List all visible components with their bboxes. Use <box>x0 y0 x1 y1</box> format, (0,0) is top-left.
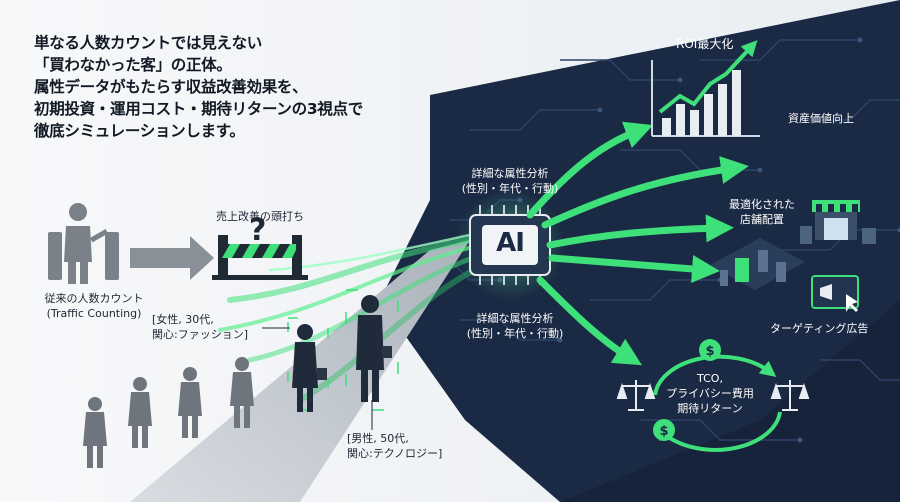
store-layout-line1: 最適化された <box>729 198 795 211</box>
output-arrows <box>526 121 749 366</box>
svg-text:?: ? <box>249 213 266 248</box>
targeting-ad-icon <box>811 275 859 312</box>
cycle-line1: TCO, <box>697 372 723 385</box>
cost-return-cycle-icon: $ $ <box>653 339 782 452</box>
male-attribute-line1: [男性, 50代, <box>347 432 409 445</box>
turnstile-icon <box>48 203 119 284</box>
attribute-analysis-top-line1: 詳細な属性分析 <box>471 167 549 180</box>
female-customer-figure <box>287 317 329 412</box>
balance-scale-icon-right <box>770 380 810 411</box>
person-silhouette <box>128 377 152 448</box>
headline-line: 単なる人数カウントでは見えない <box>34 34 263 52</box>
ai-chip <box>455 190 565 300</box>
female-attribute-line2: 関心:ファッション] <box>152 327 248 341</box>
traffic-counting-line2: (Traffic Counting) <box>46 306 142 320</box>
store-layout-label: 最適化された 店舗配置 <box>722 198 802 228</box>
attribute-analysis-top: 詳細な属性分析 (性別・年代・行動) <box>450 167 570 197</box>
headline: 単なる人数カウントでは見えない 「買わなかった客」の正体。 属性データがもたらす… <box>34 32 363 142</box>
balance-scale-icon-left <box>616 380 656 411</box>
blocker-caption: 売上改善の頭打ち <box>216 210 304 223</box>
cycle-line3: 期待リターン <box>677 401 743 415</box>
cycle-line2: プライバシー費用 <box>666 386 754 400</box>
gray-arrow <box>130 236 214 280</box>
female-attribute-label: [女性, 30代, 関心:ファッション] <box>152 313 248 343</box>
roi-label: ROI最大化 <box>676 37 734 51</box>
headline-line: 徹底シミュレーションします。 <box>34 122 245 140</box>
attribute-analysis-mid: 詳細な属性分析 (性別・年代・行動) <box>455 312 575 342</box>
traffic-counting-line1: 従来の人数カウント <box>44 292 144 305</box>
circuit-board-shade <box>560 300 900 502</box>
attribute-analysis-mid-line2: (性別・年代・行動) <box>466 326 564 340</box>
headline-line: 属性データがもたらす収益改善効果を、 <box>34 78 308 96</box>
people-queue <box>83 357 254 468</box>
headline-line: 初期投資・運用コスト・期待リターンの3視点で <box>34 100 363 118</box>
svg-text:$: $ <box>705 344 714 359</box>
svg-text:$: $ <box>659 424 668 439</box>
person-silhouette <box>83 397 107 468</box>
store-layout-icon <box>710 238 805 290</box>
cycle-label: TCO, プライバシー費用 期待リターン <box>660 372 760 417</box>
female-attribute-line1: [女性, 30代, <box>152 313 214 326</box>
roi-chart-icon <box>651 40 760 137</box>
road-blocker-icon: ? <box>212 213 308 280</box>
storefront-icon <box>800 200 876 244</box>
ai-chip-label: AI <box>496 228 525 258</box>
attribute-analysis-top-line2: (性別・年代・行動) <box>461 181 559 195</box>
person-silhouette <box>230 357 254 428</box>
store-layout-line2: 店舗配置 <box>740 212 784 226</box>
male-attribute-line2: 関心:テクノロジー] <box>347 446 443 460</box>
asset-value-label: 資産価値向上 <box>788 112 854 125</box>
male-attribute-label: [男性, 50代, 関心:テクノロジー] <box>347 432 442 462</box>
headline-line: 「買わなかった客」の正体。 <box>34 56 232 74</box>
targeting-ad-label: ターゲティング広告 <box>770 322 869 335</box>
traffic-counting-label: 従来の人数カウント (Traffic Counting) <box>34 292 154 322</box>
person-silhouette <box>178 367 202 438</box>
attribute-analysis-mid-line1: 詳細な属性分析 <box>476 312 554 325</box>
